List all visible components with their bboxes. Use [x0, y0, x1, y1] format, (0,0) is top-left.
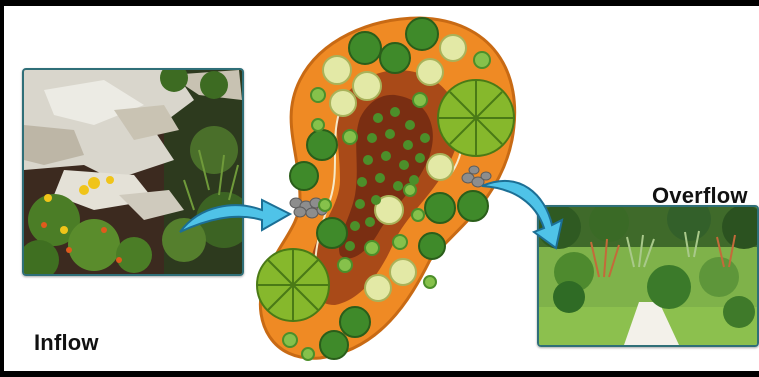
inflow-arrow [180, 200, 290, 232]
inflow-label: Inflow [34, 330, 99, 356]
overflow-arrow [482, 181, 562, 248]
overflow-label: Overflow [652, 183, 748, 209]
